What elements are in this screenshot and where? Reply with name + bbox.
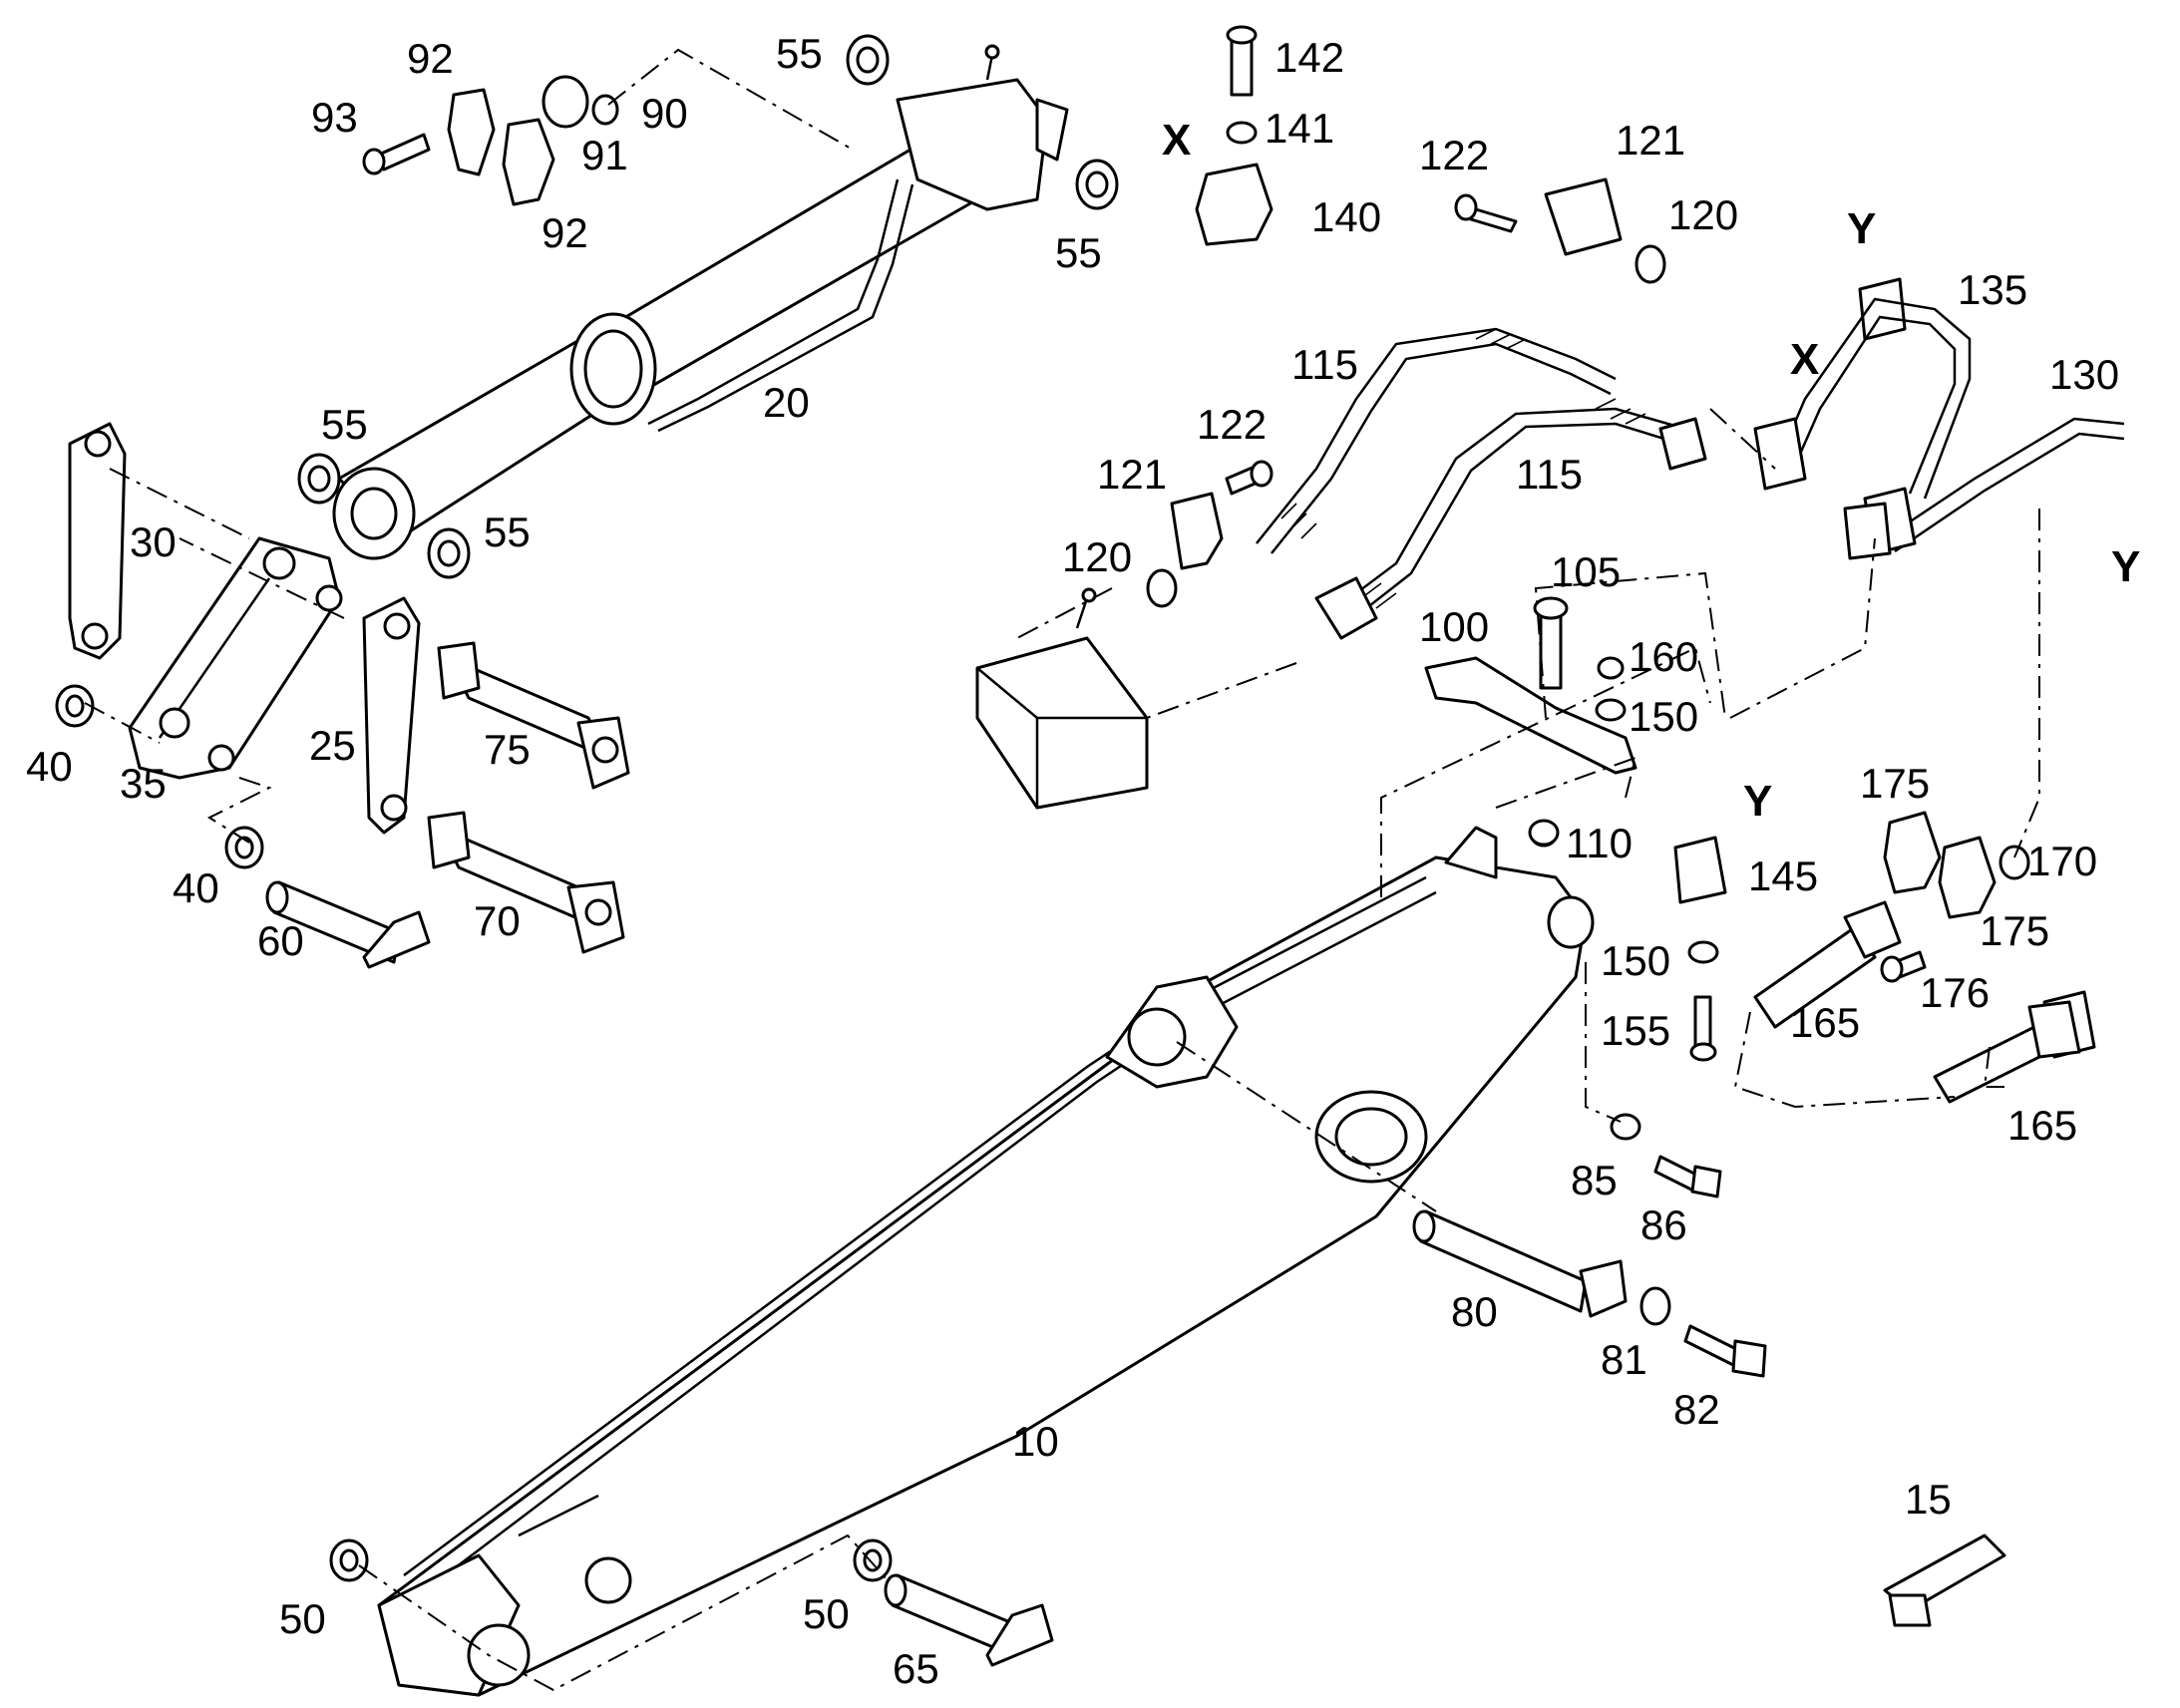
label-65: 65 <box>893 1645 939 1692</box>
label-92-top: 92 <box>407 35 454 82</box>
link-part-30 <box>68 422 127 660</box>
label-92-bottom: 92 <box>542 209 588 256</box>
pin-part-80 <box>1412 1209 1628 1318</box>
label-141: 141 <box>1265 105 1334 152</box>
label-140: 140 <box>1311 193 1381 240</box>
label-142: 142 <box>1274 34 1344 81</box>
label-X-right: X <box>1790 335 1819 384</box>
label-X-top: X <box>1162 116 1191 165</box>
valve-block <box>975 587 1149 810</box>
label-100: 100 <box>1419 603 1489 650</box>
label-110: 110 <box>1566 820 1633 866</box>
label-135: 135 <box>1958 266 2027 313</box>
part-labels: 92 93 92 91 90 55 55 55 55 20 30 40 35 2… <box>26 30 2140 1692</box>
label-175-top: 175 <box>1860 760 1930 807</box>
label-30: 30 <box>130 518 177 565</box>
label-70: 70 <box>474 897 521 944</box>
label-Y-mid: Y <box>1743 777 1772 826</box>
leader-lines <box>84 48 2040 1692</box>
label-86: 86 <box>1640 1201 1687 1248</box>
label-150-top: 150 <box>1629 693 1698 740</box>
label-40-left: 40 <box>26 743 73 790</box>
bracket-part-100 <box>1424 656 1637 775</box>
label-10: 10 <box>1012 1418 1059 1465</box>
pin-part-65 <box>884 1573 1054 1667</box>
label-122-mid: 122 <box>1197 401 1267 448</box>
label-50-left: 50 <box>279 1595 326 1642</box>
label-130: 130 <box>2049 351 2119 398</box>
hoses-part-165 <box>1753 900 2081 1104</box>
label-50-right: 50 <box>803 1590 850 1637</box>
label-115-top: 115 <box>1291 341 1358 388</box>
link-frame-part-35 <box>128 536 343 780</box>
label-155: 155 <box>1601 1007 1670 1054</box>
label-122-top: 122 <box>1419 132 1489 178</box>
label-165-bottom: 165 <box>2007 1102 2077 1149</box>
label-55-mid: 55 <box>484 509 531 555</box>
label-105: 105 <box>1551 548 1621 595</box>
part-15 <box>1883 1534 2006 1627</box>
label-Y-top: Y <box>1847 204 1876 253</box>
pipes-part-130-135 <box>1753 297 2125 560</box>
label-91: 91 <box>581 132 628 178</box>
hoses-part-115 <box>1256 327 1707 640</box>
label-175-bottom: 175 <box>1980 907 2049 954</box>
label-55-right: 55 <box>1055 229 1102 276</box>
label-120-top: 120 <box>1668 191 1738 238</box>
label-160: 160 <box>1629 633 1698 680</box>
label-20: 20 <box>763 379 810 426</box>
label-25: 25 <box>309 722 356 769</box>
label-60: 60 <box>257 917 304 964</box>
label-15: 15 <box>1905 1476 1952 1523</box>
hydraulic-cylinder-part-20 <box>332 44 1069 560</box>
label-Y-right: Y <box>2111 542 2140 591</box>
pin-part-75 <box>437 641 630 790</box>
label-82: 82 <box>1673 1386 1720 1433</box>
label-145: 145 <box>1748 853 1818 899</box>
link-part-25 <box>362 596 421 835</box>
label-85: 85 <box>1571 1157 1618 1203</box>
washers <box>55 34 2030 1582</box>
label-121-top: 121 <box>1616 117 1685 164</box>
label-150-bottom: 150 <box>1601 937 1670 984</box>
label-35: 35 <box>120 760 167 807</box>
label-90: 90 <box>641 90 688 137</box>
pin-part-60 <box>265 880 431 969</box>
label-93: 93 <box>311 94 358 141</box>
pin-part-70 <box>427 811 625 954</box>
label-80: 80 <box>1451 1288 1498 1335</box>
label-55-top: 55 <box>776 30 823 77</box>
label-115-mid: 115 <box>1516 451 1583 498</box>
label-75: 75 <box>484 726 531 773</box>
label-165-top: 165 <box>1790 999 1860 1046</box>
boom-part-10 <box>377 826 1595 1697</box>
label-81: 81 <box>1601 1336 1647 1383</box>
label-40-bottom: 40 <box>173 864 219 911</box>
label-176: 176 <box>1920 969 1990 1016</box>
label-120-mid: 120 <box>1062 533 1132 580</box>
label-170: 170 <box>2027 838 2097 884</box>
label-121-mid: 121 <box>1097 451 1167 498</box>
label-55-left: 55 <box>321 401 368 448</box>
